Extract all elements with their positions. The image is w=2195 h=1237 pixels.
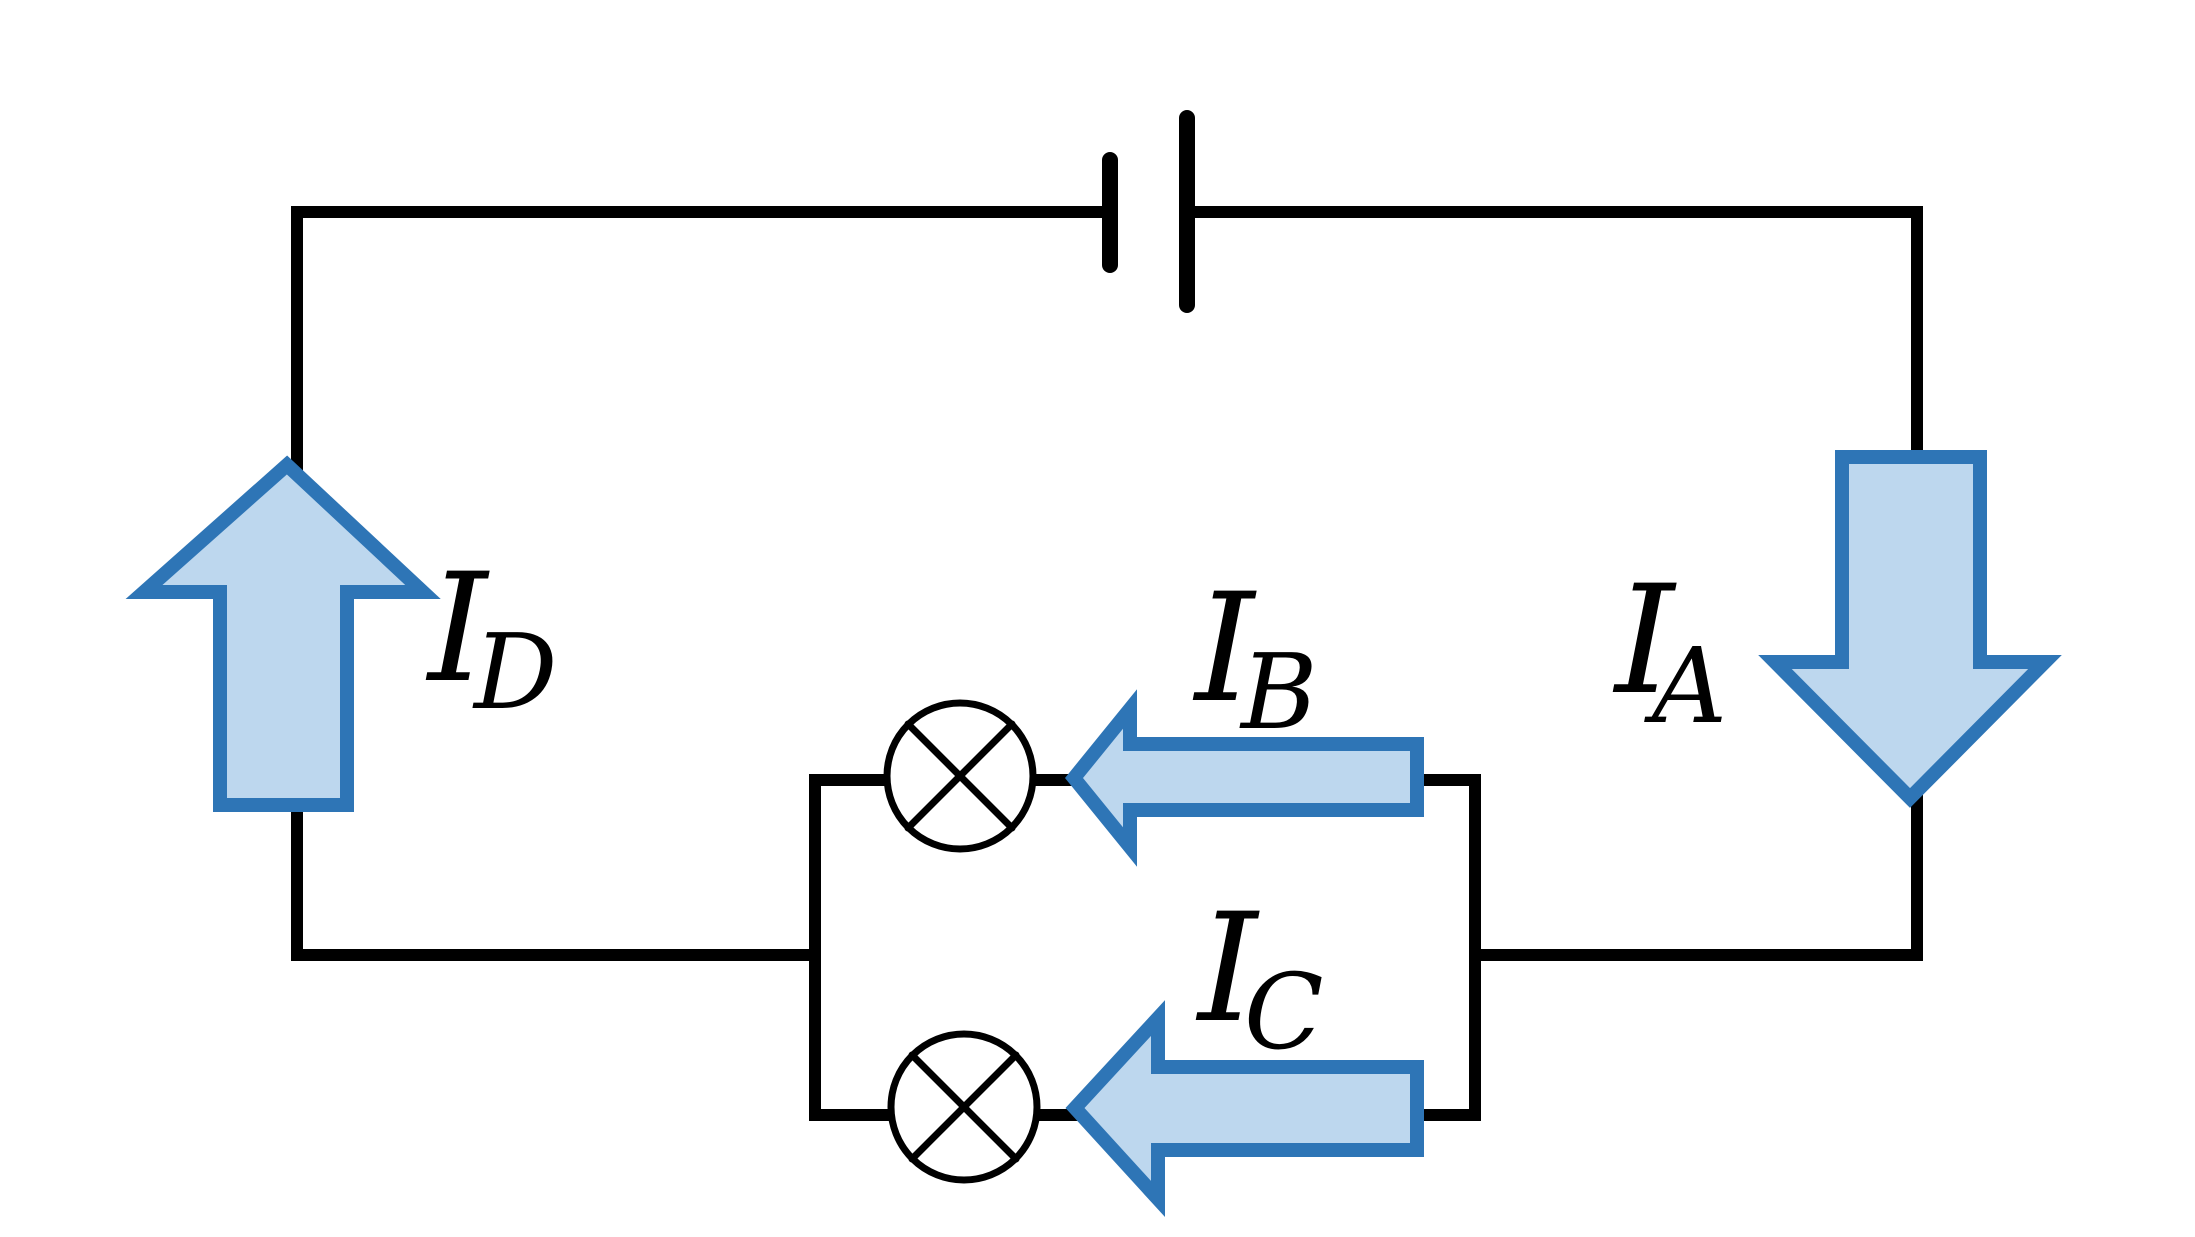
arrow-left-upper-icon [1064, 689, 1424, 867]
current-arrows [125, 450, 2062, 1218]
label-i-d-sub: D [472, 611, 557, 733]
top-right-wire [1184, 206, 1923, 961]
lamp-upper-cross-b [904, 720, 1016, 832]
arrow-down-icon [1758, 450, 2062, 808]
battery-cell [1102, 110, 1195, 313]
label-i-b-main: I [1192, 562, 1257, 736]
label-i-d-main: I [425, 542, 490, 716]
arrow-left-lower-icon [1065, 1000, 1424, 1218]
label-i-a-main: I [1612, 554, 1677, 728]
label-i-c: I C [1195, 882, 1324, 1073]
label-i-b-sub: B [1239, 631, 1317, 753]
label-i-b: I B [1192, 562, 1317, 753]
label-i-c-main: I [1195, 882, 1260, 1056]
lamp-lower-cross-b [908, 1051, 1020, 1163]
label-i-c-sub: C [1244, 951, 1324, 1073]
lamp-lower [887, 1030, 1041, 1184]
lamp-upper [883, 699, 1037, 853]
label-i-d: I D [425, 542, 557, 733]
arrow-up-icon [125, 455, 441, 812]
label-i-a: I A [1612, 554, 1727, 747]
label-i-a-sub: A [1644, 625, 1727, 747]
parallel-left-junction [809, 774, 906, 1121]
